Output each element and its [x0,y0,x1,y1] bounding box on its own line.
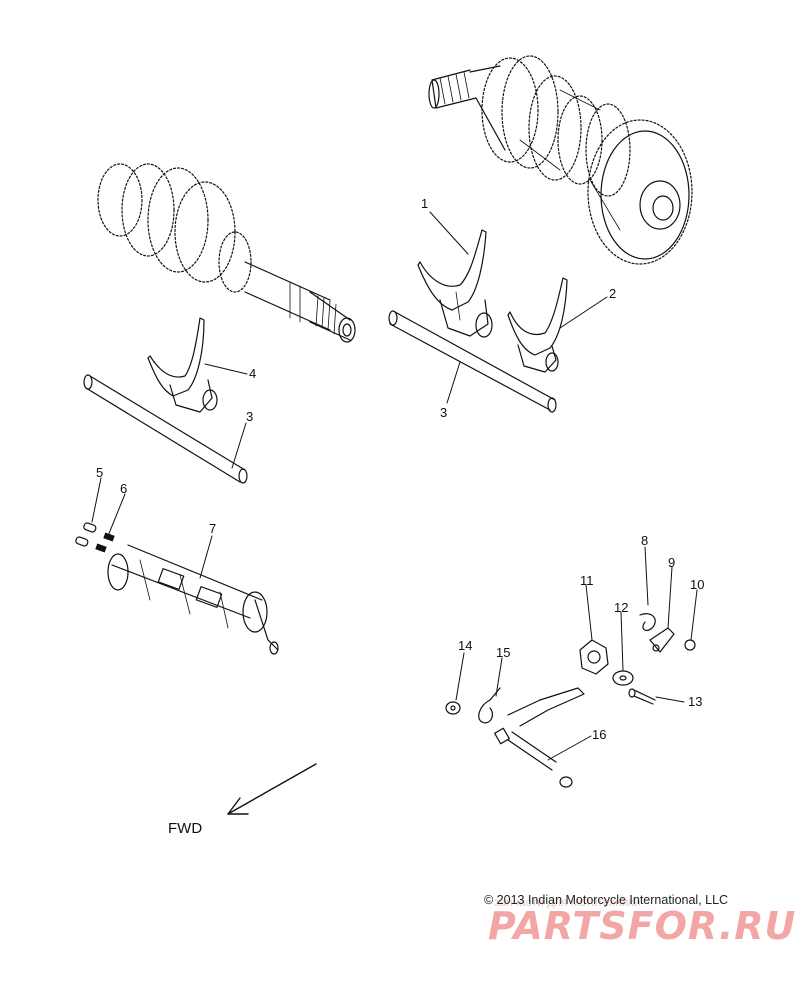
callout-5: 5 [96,465,104,480]
watermark-logo: PARTSFOR.RU [488,904,797,948]
watermark-subtext: запчасти для мототехники [494,895,641,909]
leader-lines [91,211,698,761]
washer-12 [612,670,634,686]
callout-10: 10 [690,577,705,592]
shift-rod-right [388,310,557,413]
stopper-arm-9 [649,627,675,653]
callout-4: 4 [249,366,257,381]
callout-11: 11 [580,573,594,588]
shift-rod-left [83,374,248,484]
callout-16: 16 [592,727,607,742]
shift-fork-4 [147,317,218,413]
callout-3-right: 3 [440,405,448,420]
callout-15: 15 [496,645,511,660]
upper-left-gear-shaft [97,163,356,343]
shift-shaft-16 [494,687,585,788]
nut-10 [684,639,696,651]
upper-right-gear-shaft [428,55,693,265]
callout-12: 12 [614,600,629,615]
callout-6: 6 [120,481,128,496]
detent-springs [95,532,115,553]
callout-1: 1 [421,196,429,211]
callout-14: 14 [458,638,473,653]
bolt-13 [628,688,656,705]
shift-cam-11 [579,639,609,675]
forward-label: FWD [168,820,203,837]
shift-drum [107,544,279,655]
callout-2: 2 [609,286,617,301]
copyright-notice: © 2013 Indian Motorcycle International, … [484,893,729,907]
washer-14 [445,701,461,715]
callout-9: 9 [668,555,676,570]
shift-fork-2 [507,277,568,373]
spring-8 [639,613,656,632]
shift-fork-1 [417,229,493,338]
callout-8: 8 [641,533,649,548]
forward-arrow [227,763,317,815]
detent-pins [75,522,97,547]
callout-3-left: 3 [246,409,254,424]
callout-13: 13 [688,694,703,709]
spring-15 [478,687,501,724]
callout-7: 7 [209,521,217,536]
